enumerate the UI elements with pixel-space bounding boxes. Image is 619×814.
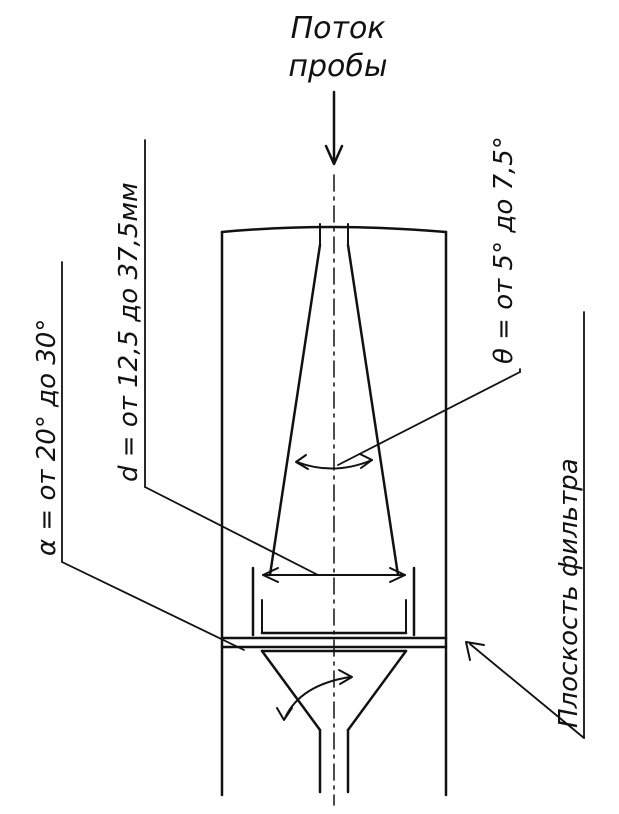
filter-plane-leader bbox=[465, 311, 585, 739]
flow-arrow bbox=[324, 90, 344, 166]
d-label: d = от 12,5 до 37,5мм bbox=[114, 182, 144, 482]
filter-holder bbox=[251, 566, 416, 637]
theta-angle-arc bbox=[295, 453, 373, 470]
conical-nozzle bbox=[268, 243, 400, 577]
alpha-leader bbox=[61, 261, 245, 651]
inlet-tube bbox=[319, 223, 349, 246]
flow-label-line1: Поток bbox=[291, 11, 386, 46]
d-leader bbox=[144, 139, 319, 576]
flow-label-line2: пробы bbox=[288, 49, 387, 84]
alpha-angle-arc bbox=[276, 669, 353, 721]
filter-plane-label: Плоскость фильтра bbox=[554, 458, 584, 728]
alpha-label: α = от 20° до 30° bbox=[32, 319, 62, 556]
theta-leader bbox=[337, 368, 521, 466]
outlet-cone bbox=[260, 649, 408, 794]
filter-plane-lines bbox=[220, 636, 448, 649]
outer-housing bbox=[220, 225, 448, 797]
diameter-dimension bbox=[262, 567, 406, 583]
theta-label: θ = от 5° до 7,5° bbox=[489, 136, 519, 364]
